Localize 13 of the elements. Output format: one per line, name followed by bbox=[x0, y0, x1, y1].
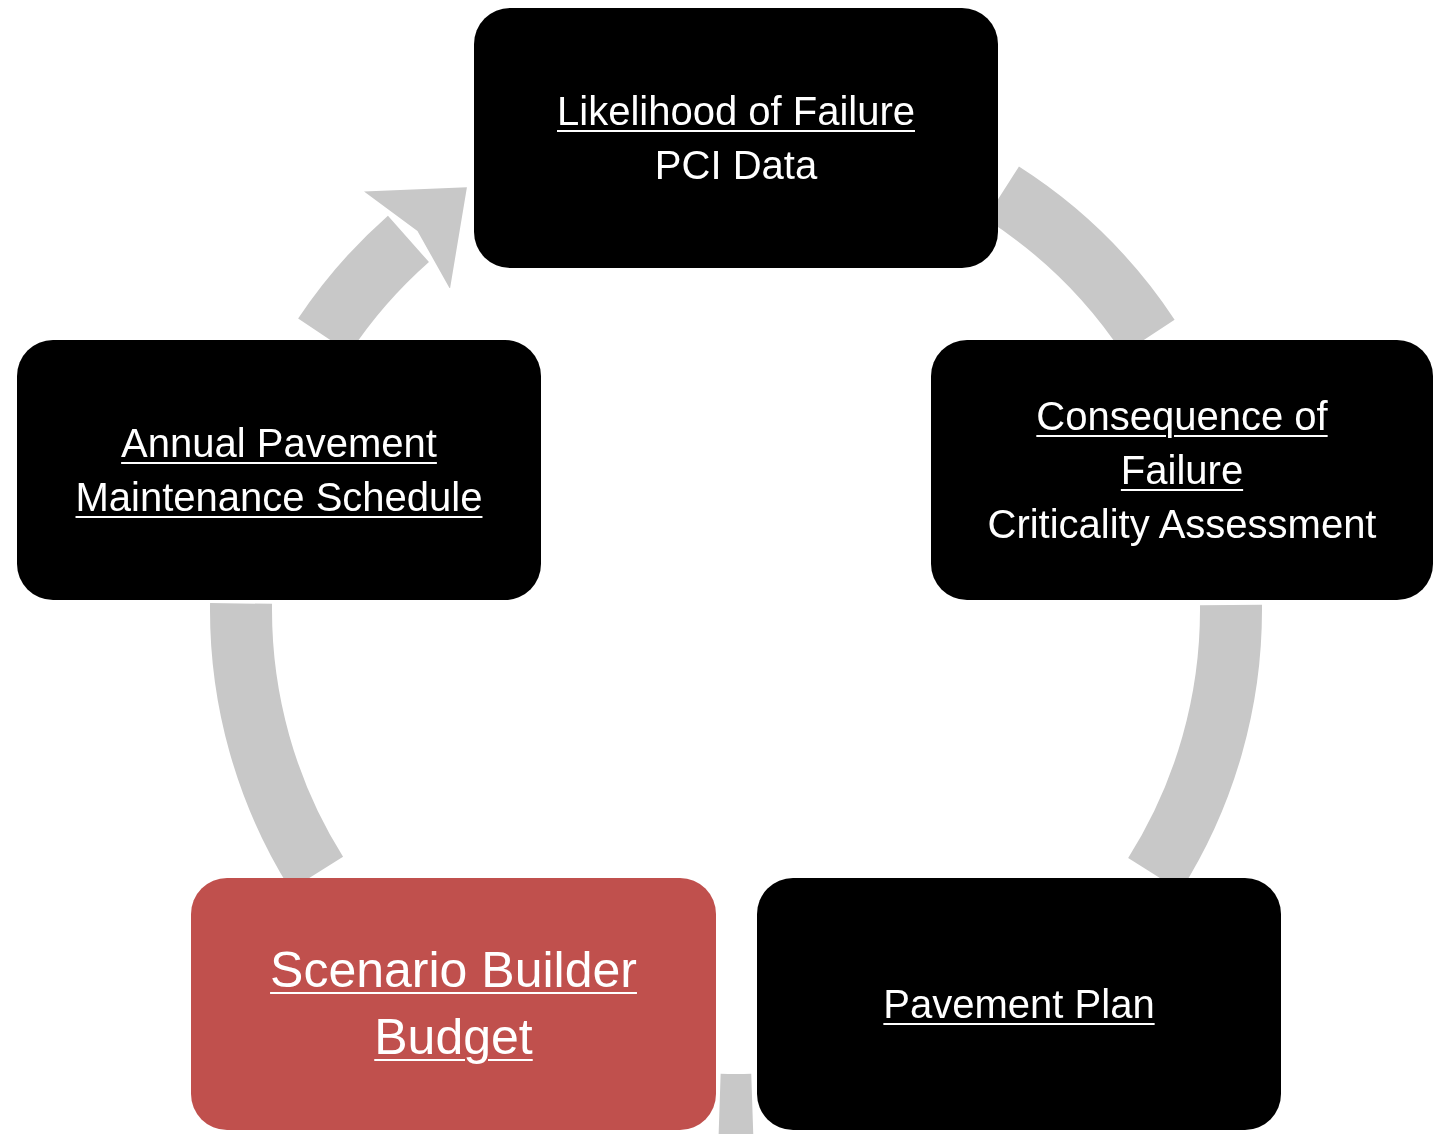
step-detail: Criticality Assessment bbox=[987, 501, 1377, 548]
step-detail: PCI Data bbox=[654, 142, 818, 189]
process-box bbox=[931, 340, 1433, 600]
process-box bbox=[17, 340, 541, 600]
process-box bbox=[757, 878, 1281, 1130]
process-box bbox=[474, 8, 998, 268]
step-heading: Pavement Plan bbox=[883, 981, 1155, 1028]
step-heading: Consequence of Failure bbox=[1035, 393, 1329, 494]
step-heading: Scenario Builder Budget bbox=[269, 940, 638, 1067]
step-heading: Annual Pavement Maintenance Schedule bbox=[74, 420, 484, 521]
cycle-connector bbox=[718, 1073, 754, 1134]
process-box bbox=[191, 878, 716, 1130]
step-heading: Likelihood of Failure bbox=[557, 88, 915, 135]
